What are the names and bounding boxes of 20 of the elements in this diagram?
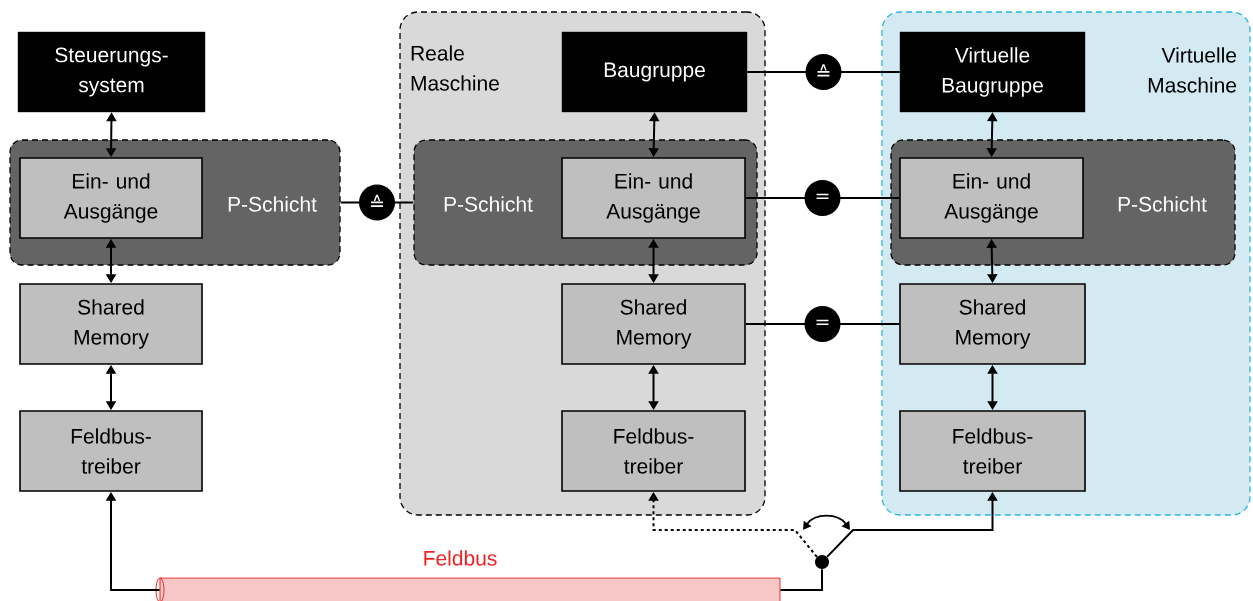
bus-cylinder: Feldbus: [155, 550, 781, 601]
edge-label: ≙: [805, 54, 842, 90]
control-system-box: Virtuelle Baugruppe: [899, 31, 1086, 113]
module-box: Ein- und Ausgänge: [561, 157, 746, 239]
module-box: Shared Memory: [561, 283, 746, 365]
edge-label: =: [804, 180, 841, 216]
bus-line: [779, 568, 823, 591]
edge-label: ≙: [359, 184, 395, 221]
module-box: Shared Memory: [19, 283, 203, 365]
module-box: Feldbus- treiber: [561, 410, 746, 492]
module-box: Shared Memory: [899, 283, 1086, 365]
module-box: Feldbus- treiber: [899, 410, 1086, 492]
module-box: Ein- und Ausgänge: [19, 157, 203, 239]
control-system-box: Steuerungs- system: [17, 31, 206, 113]
control-system-box: Baugruppe: [561, 31, 748, 113]
edge-label: =: [804, 306, 841, 342]
node-label: Feldbus: [424, 550, 497, 566]
module-box: Feldbus- treiber: [19, 410, 203, 492]
junction-dot: [815, 555, 829, 569]
module-box: Ein- und Ausgänge: [899, 157, 1084, 239]
